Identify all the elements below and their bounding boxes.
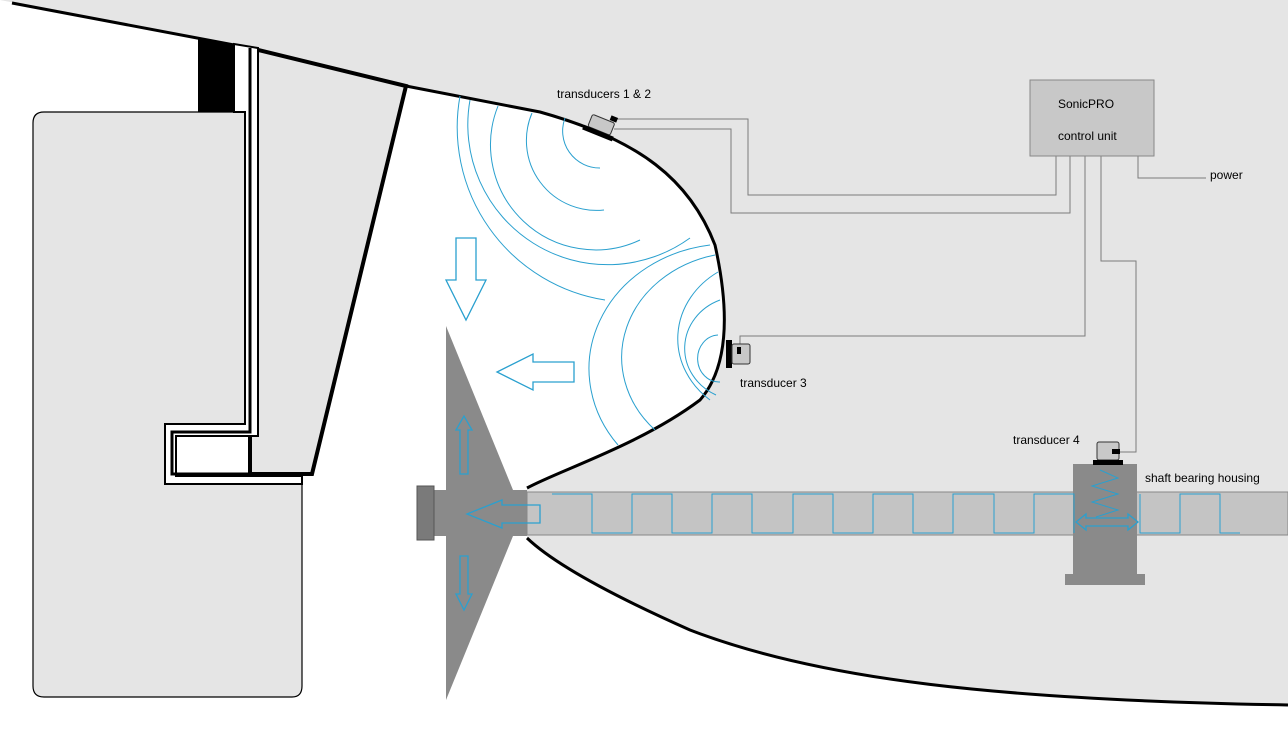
flow-arrow-down xyxy=(444,237,488,322)
control-wiring xyxy=(614,118,1206,453)
hull-wave-arcs-top xyxy=(456,95,691,301)
blade-arrow-down xyxy=(454,555,474,612)
shaft-bearing-housing xyxy=(1065,464,1145,585)
propeller-shaft xyxy=(526,491,1288,536)
label-transducers-1-2: transducers 1 & 2 xyxy=(557,87,651,101)
label-transducer-4: transducer 4 xyxy=(1013,433,1080,447)
control-unit-name: SonicPRO xyxy=(1058,97,1114,111)
shaft-vibration-wave xyxy=(552,493,1240,534)
transducer-4 xyxy=(1093,441,1123,465)
label-transducer-3: transducer 3 xyxy=(740,376,807,390)
flow-arrow-left-upper xyxy=(495,352,575,392)
control-unit-subtitle: control unit xyxy=(1058,129,1117,143)
housing-vibration-wave xyxy=(1090,469,1120,518)
hull-outline-top xyxy=(11,1,726,490)
hull-wave-arcs-side xyxy=(588,244,721,446)
label-power: power xyxy=(1210,168,1243,182)
label-shaft-bearing-housing: shaft bearing housing xyxy=(1145,471,1260,485)
propeller-blade-upper xyxy=(446,326,513,490)
flow-arrow-left-hub xyxy=(465,499,541,529)
rudder xyxy=(32,38,310,698)
transducer-1-2 xyxy=(582,114,619,142)
propeller-hub xyxy=(433,490,527,536)
propeller-nut xyxy=(416,485,435,541)
hull-outline-bottom xyxy=(525,536,1288,707)
propeller-blade-lower xyxy=(446,536,513,700)
blade-arrow-up xyxy=(454,414,474,475)
control-unit xyxy=(1029,79,1155,157)
housing-arrow-horizontal xyxy=(1074,512,1140,532)
transducer-3 xyxy=(726,340,751,368)
